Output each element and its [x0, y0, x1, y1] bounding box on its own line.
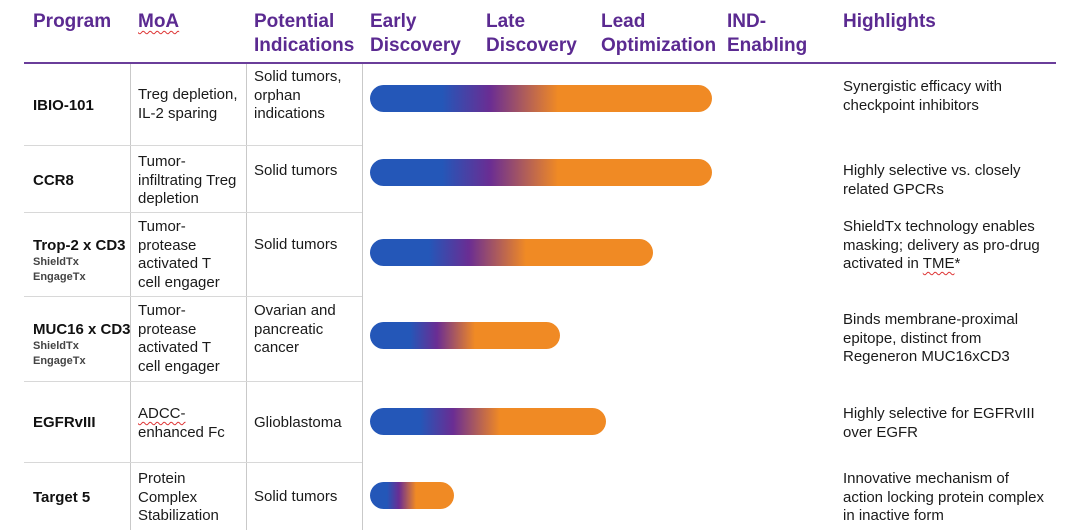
row-divider	[24, 212, 362, 213]
pipeline-row-ibio-101: IBIO-101 Treg depletion,IL-2 sparing Sol…	[24, 68, 1056, 145]
progress-bar	[370, 322, 560, 349]
indication-cell: Solid tumors	[254, 488, 338, 505]
row-divider	[24, 462, 362, 463]
moa-cell: ADCC-enhanced Fc	[138, 405, 225, 441]
column-divider	[246, 64, 247, 530]
row-divider	[24, 145, 362, 146]
indication-cell: Solid tumors	[254, 236, 338, 253]
indication-cell: Solid tumors	[254, 162, 338, 179]
moa-cell: Treg depletion,IL-2 sparing	[138, 86, 238, 122]
progress-bar	[370, 482, 454, 509]
progress-bar	[370, 159, 712, 186]
header-highlights: Highlights	[843, 11, 936, 32]
program-name: EGFRvIII	[33, 414, 96, 431]
header-ind-enabling: IND-Enabling	[727, 11, 808, 56]
indication-cell: Glioblastoma	[254, 414, 342, 431]
progress-bar	[370, 239, 653, 266]
column-divider	[362, 64, 363, 530]
column-divider	[130, 64, 131, 530]
header-program: Program	[33, 11, 112, 32]
header-moa: MoA	[138, 11, 180, 32]
program-name: CCR8	[33, 172, 74, 189]
program-name: Target 5	[33, 489, 91, 506]
header-divider	[24, 62, 1056, 64]
progress-bar	[370, 85, 712, 112]
program-name: IBIO-101	[33, 97, 94, 114]
pipeline-row-egfrviii: EGFRvIII ADCC-enhanced Fc Glioblastoma H…	[24, 385, 1056, 462]
progress-bar	[370, 408, 606, 435]
row-divider	[24, 296, 362, 297]
row-divider	[24, 381, 362, 382]
